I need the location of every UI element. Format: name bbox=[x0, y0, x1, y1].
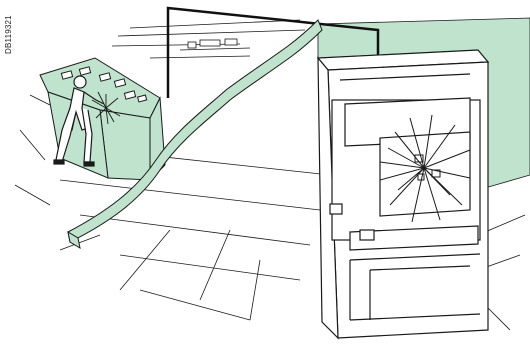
switchgear-cabinet-icon bbox=[316, 49, 490, 340]
desk-spark-icon bbox=[91, 91, 121, 125]
ceiling-panels bbox=[179, 38, 251, 51]
operator-icon bbox=[53, 75, 105, 167]
arc-flash-icon bbox=[379, 114, 471, 223]
monitoring-cable-icon bbox=[166, 6, 380, 98]
control-desk-icon bbox=[39, 57, 166, 182]
blast-wall-icon bbox=[67, 19, 323, 250]
figure-reference-code: DB119321 bbox=[4, 15, 13, 54]
